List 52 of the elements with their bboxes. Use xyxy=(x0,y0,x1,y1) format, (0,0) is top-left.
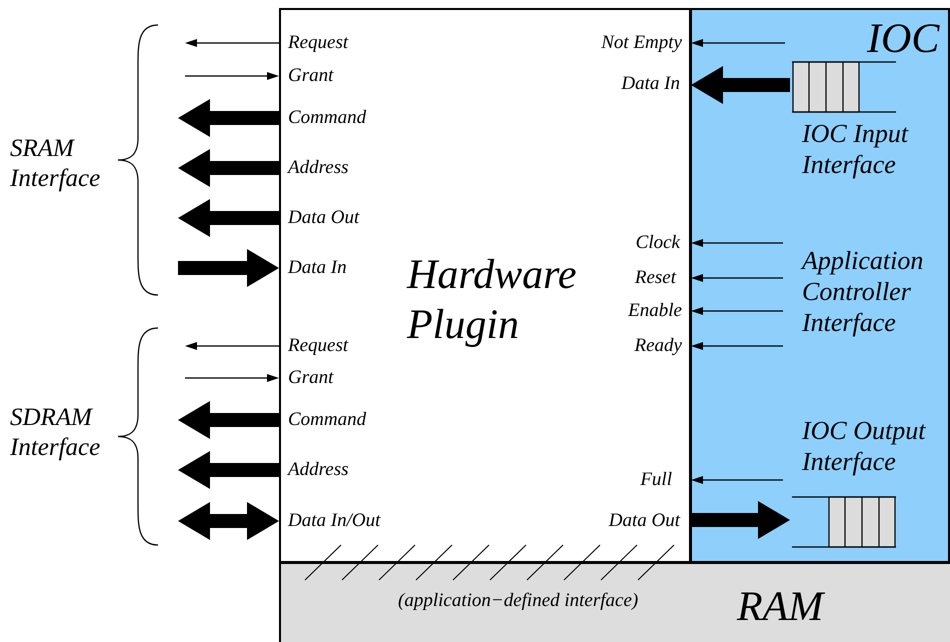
signal-name: Address xyxy=(288,459,349,482)
signal-arrow xyxy=(185,39,279,47)
signal-name: Clock xyxy=(636,232,680,255)
interface-note: (application−defined interface) xyxy=(398,590,638,613)
signal-name: Data In xyxy=(288,257,347,280)
region-title: IOC xyxy=(867,15,940,64)
signal-arrow xyxy=(691,274,783,282)
ram-block xyxy=(279,562,950,642)
interface-label: IOC Output Interface xyxy=(802,415,927,478)
bus-arrow xyxy=(178,401,279,439)
signal-arrow xyxy=(691,39,785,47)
plugin-block xyxy=(279,8,691,563)
signal-arrow xyxy=(185,374,279,382)
signal-arrow xyxy=(691,342,783,350)
interface-label: SDRAM Interface xyxy=(10,403,102,463)
signal-name: Reset xyxy=(634,267,676,290)
block-title: Hardware Plugin xyxy=(407,251,578,350)
signal-name: Command xyxy=(288,409,366,432)
interface-label: SRAM Interface xyxy=(10,134,102,194)
signal-arrow xyxy=(691,239,783,247)
signal-arrow xyxy=(185,72,279,80)
signal-name: Full xyxy=(640,469,672,492)
bus-arrow xyxy=(178,451,279,489)
signal-name: Enable xyxy=(628,300,682,323)
signal-name: Data Out xyxy=(288,207,360,230)
bus-arrow xyxy=(178,502,279,540)
bus-arrow xyxy=(178,149,279,187)
signal-name: Ready xyxy=(634,335,682,358)
signal-name: Not Empty xyxy=(601,32,682,55)
bus-arrow xyxy=(178,249,279,287)
bus-arrow xyxy=(178,99,279,137)
signal-name: Grant xyxy=(288,367,334,390)
signal-arrow xyxy=(691,476,783,484)
signal-name: Data Out xyxy=(608,510,680,533)
signal-name: Address xyxy=(288,157,349,180)
signal-name: Data In/Out xyxy=(288,510,380,533)
fifo-queue-drawing xyxy=(792,495,896,549)
interface-label: IOC Input Interface xyxy=(802,118,910,180)
signal-name: Grant xyxy=(288,65,334,88)
bus-arrow xyxy=(178,199,279,237)
bus-arrow xyxy=(691,501,790,539)
signal-name: Data In xyxy=(621,73,680,96)
signal-name: Command xyxy=(288,107,366,130)
bus-arrow xyxy=(691,66,790,104)
signal-name: Request xyxy=(288,32,348,55)
signal-name: Request xyxy=(288,335,348,358)
block-title: RAM xyxy=(737,583,824,632)
signal-arrow xyxy=(185,342,279,350)
fifo-queue-drawing xyxy=(792,60,896,114)
interface-label: Application Controller Interface xyxy=(802,245,924,339)
ioc-region xyxy=(690,8,950,563)
signal-arrow xyxy=(691,307,783,315)
